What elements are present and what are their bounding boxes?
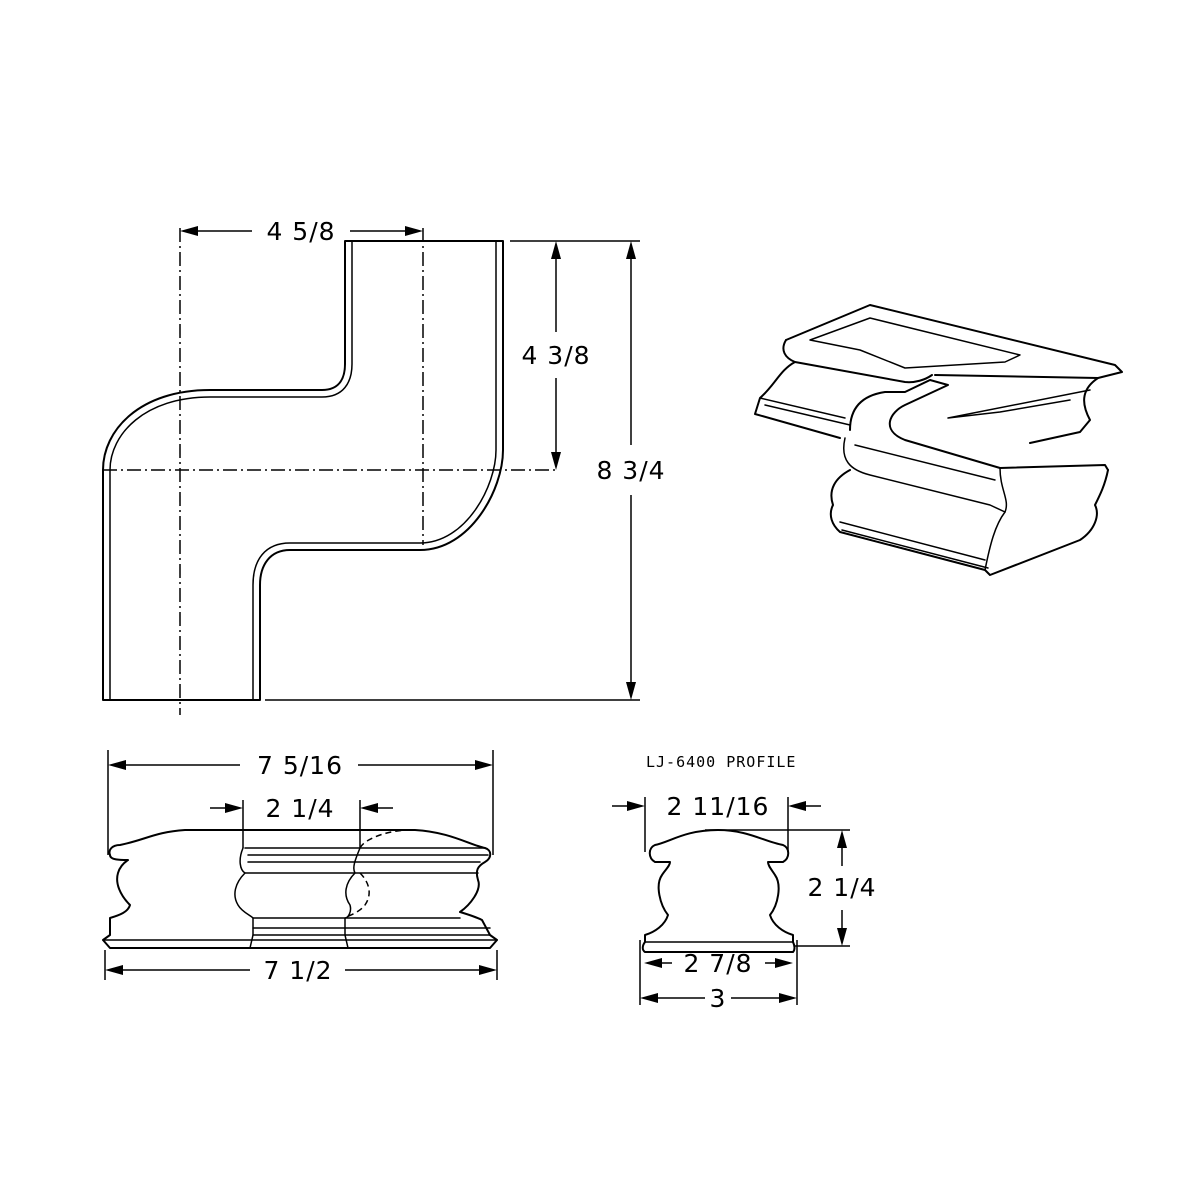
dim-4-3-8-label: 4 3/8 (521, 341, 590, 370)
dim-2-7-8-label: 2 7/8 (683, 949, 752, 978)
dim-4-3-8: 4 3/8 (521, 241, 590, 470)
dim-8-3-4: 8 3/4 (596, 241, 665, 700)
section-outline (102, 829, 498, 949)
dim-7-1-2: 7 1/2 (105, 956, 497, 985)
plan-outer-outline (102, 240, 504, 701)
dim-2-1-4-profile: 2 1/4 (807, 830, 876, 946)
dim-7-1-2-label: 7 1/2 (263, 956, 332, 985)
plan-view: 4 5/8 4 3/8 8 3/4 (102, 217, 665, 715)
dim-2-11-16-label: 2 11/16 (667, 792, 770, 821)
profile-title: LJ-6400 PROFILE (646, 753, 796, 771)
iso-corner-body (829, 469, 1109, 576)
dim-2-1-4-profile-label: 2 1/4 (807, 873, 876, 902)
dim-2-1-4-section-label: 2 1/4 (265, 794, 334, 823)
section-view: 7 5/16 2 1/4 7 1/2 (102, 750, 498, 985)
iso-right-end-profile (984, 467, 1008, 571)
iso-left-rail-bead (759, 397, 851, 426)
dim-2-1-4-section: 2 1/4 (210, 794, 393, 823)
iso-right-rail-groove (947, 389, 1091, 419)
dim-7-5-16-label: 7 5/16 (257, 751, 343, 780)
dim-3: 3 (640, 984, 797, 1013)
iso-left-rail-groove (809, 317, 1021, 369)
iso-left-rail-top (785, 304, 1123, 379)
dim-4-5-8-label: 4 5/8 (266, 217, 335, 246)
iso-corner-top (849, 379, 1109, 471)
section-inner-profile-right-dashed (344, 829, 411, 919)
plan-inner-outline (109, 240, 497, 701)
profile-view: LJ-6400 PROFILE 2 11/16 2 1/4 (612, 753, 876, 1013)
isometric-view (754, 304, 1123, 576)
iso-right-rail-top (934, 374, 1099, 444)
dim-7-5-16: 7 5/16 (108, 751, 493, 780)
dim-3-label: 3 (710, 984, 727, 1013)
dim-2-11-16: 2 11/16 (612, 792, 821, 821)
section-inner-profile-right (344, 847, 361, 949)
dim-4-5-8: 4 5/8 (180, 217, 423, 246)
dim-2-7-8: 2 7/8 (644, 949, 793, 978)
section-inner-profile-left (234, 847, 254, 949)
iso-corner-bead (843, 437, 1006, 513)
dim-8-3-4-label: 8 3/4 (596, 456, 665, 485)
iso-corner-base (839, 521, 989, 569)
profile-outline (641, 829, 796, 953)
